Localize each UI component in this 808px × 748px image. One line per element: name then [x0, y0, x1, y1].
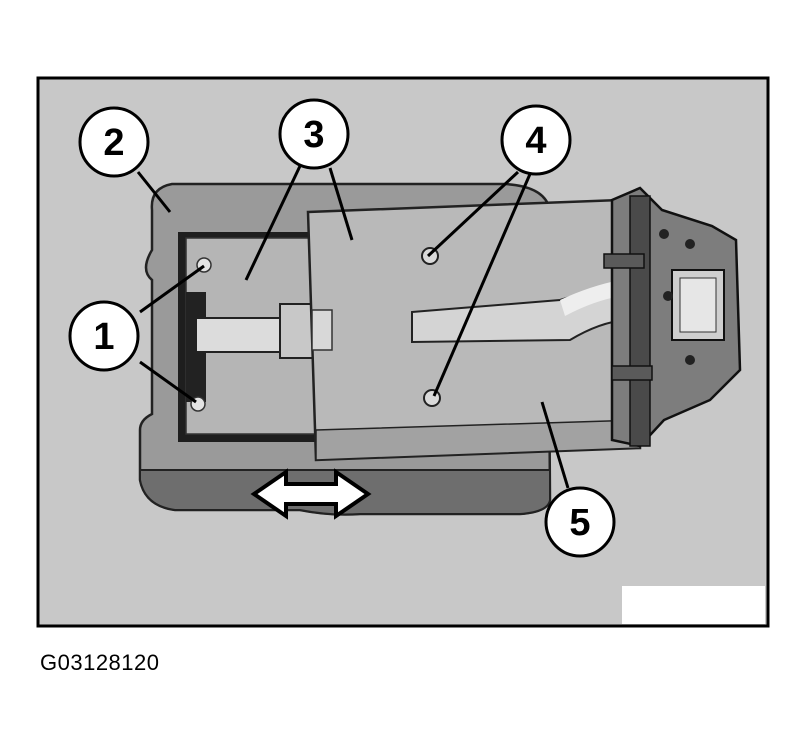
leader-1a	[139, 264, 205, 314]
svg-text:3: 3	[303, 114, 324, 156]
leader-3a	[244, 165, 302, 281]
callout-1: 1	[68, 300, 140, 372]
leader-4a	[426, 170, 520, 258]
leader-1b	[139, 360, 197, 404]
cover-plate-edge	[315, 419, 641, 461]
callout-2: 2	[78, 106, 150, 178]
svg-text:1: 1	[93, 316, 114, 358]
leader-4b	[432, 173, 532, 397]
plate-tab	[311, 309, 333, 351]
callout-4: 4	[500, 104, 572, 176]
hinge-plate-inner	[679, 277, 717, 333]
blank-label-area	[622, 586, 765, 624]
svg-text:2: 2	[103, 122, 124, 164]
callout-5: 5	[544, 486, 616, 558]
screw-lower-right	[423, 389, 441, 407]
hinge-pin-lower	[611, 365, 653, 381]
hinge-pin-upper	[603, 253, 645, 269]
lever-highlight	[560, 280, 622, 316]
figure-caption: G03128120	[40, 650, 160, 675]
hinge-post	[629, 195, 651, 447]
hinge-rivet-2	[685, 239, 695, 249]
svg-text:5: 5	[569, 502, 590, 544]
hinge-rivet-4	[685, 355, 695, 365]
leader-5	[540, 401, 570, 489]
svg-text:4: 4	[525, 120, 546, 162]
callout-3: 3	[278, 98, 350, 170]
hinge-rivet-3	[663, 291, 673, 301]
leader-lines	[136, 165, 570, 489]
slide-direction-arrow-icon	[250, 468, 372, 520]
slide-bar-end	[279, 303, 317, 359]
leader-2	[136, 171, 172, 213]
hinge-rivet-1	[659, 229, 669, 239]
leader-3b	[328, 167, 354, 241]
